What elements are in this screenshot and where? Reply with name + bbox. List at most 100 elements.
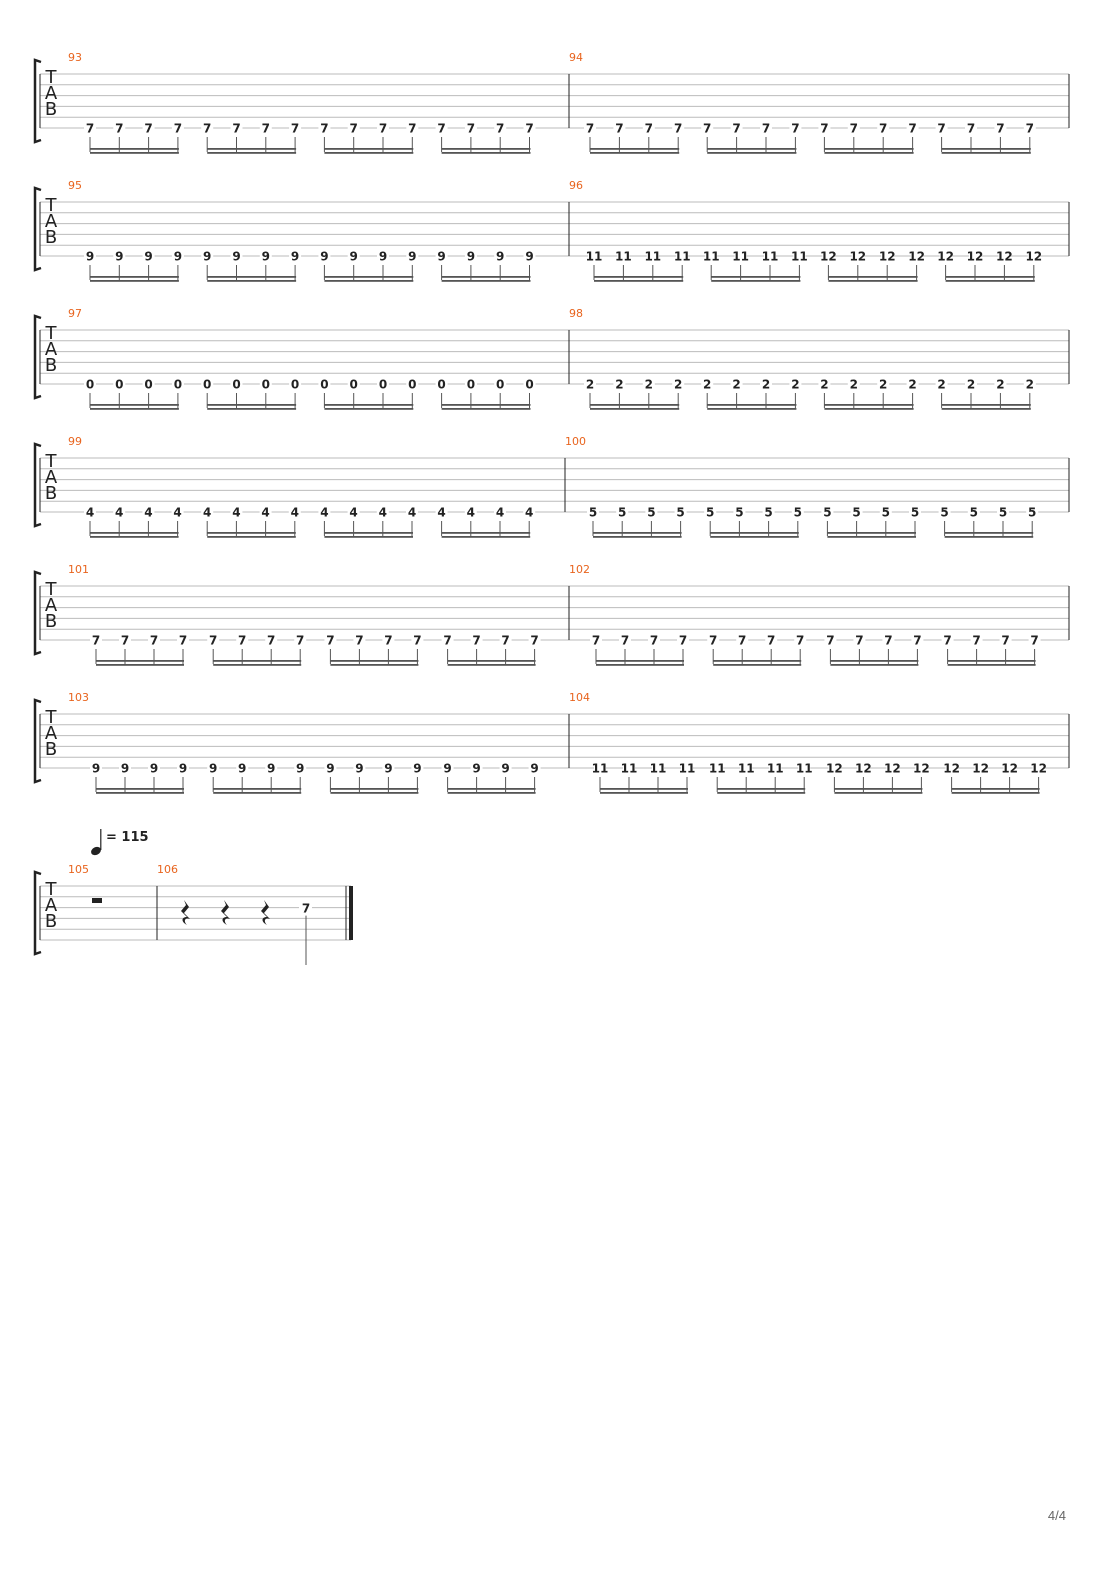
- fret-number: 5: [852, 506, 860, 520]
- fret-background: [177, 762, 189, 774]
- fret-number: 9: [121, 762, 129, 776]
- fret-number: 11: [586, 250, 603, 264]
- fret-number: 9: [238, 762, 246, 776]
- fret-background: [171, 122, 184, 134]
- beam: [90, 404, 179, 406]
- final-barline-thick: [349, 886, 353, 940]
- beam: [834, 788, 923, 790]
- fret-number: 11: [615, 250, 632, 264]
- fret-background: [201, 506, 214, 518]
- beam: [207, 536, 296, 538]
- fret-background: [435, 506, 448, 518]
- beam: [600, 788, 688, 790]
- fret-background: [84, 122, 96, 134]
- fret-number: 12: [884, 762, 901, 776]
- fret-background: [347, 506, 360, 518]
- fret-background: [347, 122, 360, 134]
- fret-number: 12: [879, 250, 896, 264]
- fret-background: [818, 122, 831, 134]
- fret-background: [528, 762, 541, 774]
- fret-number: 11: [796, 762, 813, 776]
- fret-number: 5: [882, 506, 890, 520]
- fret-number: 2: [674, 378, 682, 392]
- fret-number: 9: [92, 762, 100, 776]
- fret-background: [207, 762, 220, 774]
- fret-number: 9: [437, 250, 445, 264]
- fret-background: [619, 634, 631, 646]
- beam: [207, 148, 297, 150]
- fret-number: 7: [530, 634, 538, 648]
- beam: [441, 152, 531, 154]
- beam: [324, 532, 413, 534]
- beam: [90, 276, 179, 278]
- fret-background: [613, 122, 626, 134]
- fret-background: [642, 378, 655, 390]
- fret-background: [523, 250, 536, 262]
- beam: [207, 408, 297, 410]
- beam: [944, 532, 1034, 534]
- system-bracket: [33, 58, 42, 144]
- fret-number: 9: [320, 250, 328, 264]
- fret-number: 7: [267, 634, 275, 648]
- fret-background: [965, 122, 977, 134]
- beam: [324, 280, 414, 282]
- beam: [207, 280, 297, 282]
- fret-background: [119, 762, 131, 774]
- fret-background: [645, 506, 658, 518]
- fret-background: [642, 122, 655, 134]
- fret-background: [994, 378, 1007, 390]
- fret-number: 7: [355, 634, 363, 648]
- fret-background: [701, 378, 714, 390]
- beam: [441, 148, 531, 150]
- fret-number: 11: [709, 762, 726, 776]
- beam: [213, 664, 302, 666]
- fret-background: [353, 634, 366, 646]
- tab-clef-letter: A: [45, 467, 58, 488]
- fret-background: [853, 634, 866, 646]
- beam: [213, 788, 302, 790]
- fret-number: 7: [296, 634, 304, 648]
- fret-number: 7: [501, 634, 509, 648]
- tab-clef-letter: T: [45, 879, 58, 900]
- fret-number: 7: [1030, 634, 1038, 648]
- fret-background: [822, 250, 835, 262]
- fret-number: 12: [996, 250, 1013, 264]
- fret-background: [584, 122, 596, 134]
- fret-number: 4: [496, 506, 504, 520]
- fret-background: [318, 378, 331, 390]
- fret-number: 4: [232, 506, 240, 520]
- fret-number: 9: [350, 250, 358, 264]
- fret-number: 7: [879, 122, 887, 136]
- fret-number: 12: [1025, 250, 1042, 264]
- beam: [707, 148, 797, 150]
- fret-background: [734, 250, 747, 262]
- fret-background: [674, 506, 687, 518]
- fret-number: 4: [437, 506, 445, 520]
- fret-number: 7: [467, 122, 475, 136]
- tab-clef-letter: A: [45, 895, 58, 916]
- fret-number: 0: [203, 378, 211, 392]
- fret-background: [850, 506, 863, 518]
- fret-background: [435, 378, 448, 390]
- fret-background: [824, 634, 837, 646]
- beam: [441, 404, 531, 406]
- fret-background: [294, 762, 307, 774]
- measure-number: 102: [569, 563, 590, 576]
- fret-background: [648, 634, 660, 646]
- beam: [941, 152, 1031, 154]
- fret-number: 9: [179, 762, 187, 776]
- beam: [707, 408, 797, 410]
- fret-background: [906, 122, 919, 134]
- fret-number: 0: [86, 378, 94, 392]
- fret-number: 7: [586, 122, 594, 136]
- measure-number: 101: [68, 563, 89, 576]
- fret-background: [941, 634, 954, 646]
- fret-number: 9: [174, 250, 182, 264]
- fret-number: 11: [674, 250, 691, 264]
- beam: [590, 408, 680, 410]
- fret-background: [494, 122, 507, 134]
- fret-background: [997, 506, 1009, 518]
- beam: [824, 404, 914, 406]
- fret-background: [113, 378, 126, 390]
- fret-background: [974, 762, 987, 774]
